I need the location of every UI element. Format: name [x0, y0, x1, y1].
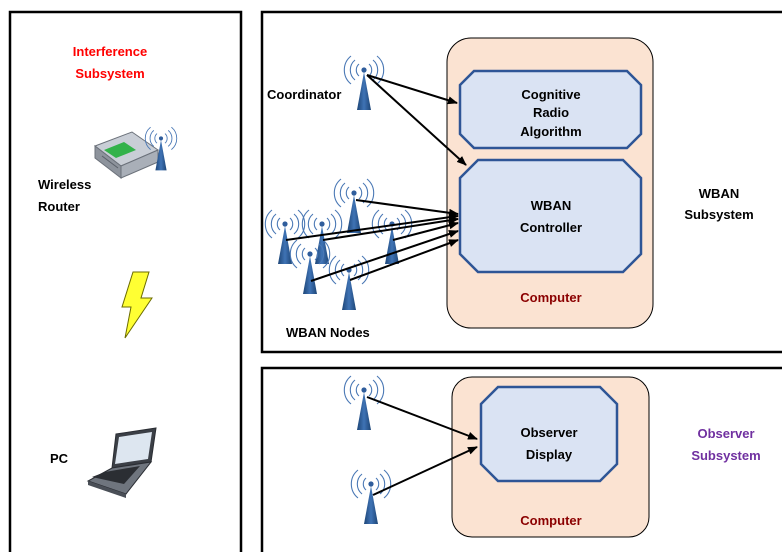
- router-label-line1: Wireless: [38, 177, 91, 192]
- laptop-icon: [86, 427, 157, 498]
- cognitive-radio-module: [458, 69, 643, 150]
- lightning-icon: [121, 271, 153, 339]
- controller-line1: WBAN: [531, 198, 571, 213]
- wban-controller-module: [458, 158, 643, 274]
- interference-title-line1: Interference: [73, 44, 147, 59]
- router-label-line2: Router: [38, 199, 80, 214]
- node-arrow: [322, 216, 459, 241]
- node-arrow: [310, 230, 459, 282]
- wban-panel: [260, 10, 782, 354]
- node-arrow: [285, 213, 459, 241]
- wban-node-antenna-icon: [264, 209, 306, 265]
- cognitive-line2: Radio: [533, 105, 569, 120]
- observer-antenna-icon: [350, 469, 392, 525]
- observer-display-line2: Display: [526, 447, 573, 462]
- node-arrow: [355, 199, 459, 217]
- wban-nodes-label: WBAN Nodes: [286, 325, 370, 340]
- observer-antenna-icon: [343, 375, 385, 431]
- observer-subsystem-line1: Observer: [697, 426, 754, 441]
- observer-subsystem-line2: Subsystem: [691, 448, 760, 463]
- observer-panel: [260, 366, 782, 557]
- wireless-router-icon: [93, 126, 178, 180]
- pc-label: PC: [50, 451, 69, 466]
- cognitive-line3: Algorithm: [520, 124, 581, 139]
- wban-computer-label: Computer: [520, 290, 581, 305]
- coordinator-to-cognitive-arrow: [366, 74, 458, 105]
- wban-node-antenna-icon: [333, 178, 375, 234]
- observer-arrow-top: [366, 396, 478, 440]
- coordinator-antenna-icon: [343, 55, 385, 111]
- node-arrow: [392, 221, 459, 241]
- observer-display-module: [479, 385, 619, 483]
- wban-subsystem-line1: WBAN: [699, 186, 739, 201]
- observer-arrow-bottom: [372, 446, 478, 496]
- node-arrow: [349, 239, 459, 281]
- cognitive-line1: Cognitive: [521, 87, 580, 102]
- coordinator-label: Coordinator: [267, 87, 341, 102]
- interference-panel: [8, 10, 243, 557]
- interference-title-line2: Subsystem: [75, 66, 144, 81]
- observer-computer-label: Computer: [520, 513, 581, 528]
- controller-line2: Controller: [520, 220, 582, 235]
- coordinator-to-controller-arrow: [366, 74, 467, 166]
- observer-display-line1: Observer: [520, 425, 577, 440]
- wban-subsystem-line2: Subsystem: [684, 207, 753, 222]
